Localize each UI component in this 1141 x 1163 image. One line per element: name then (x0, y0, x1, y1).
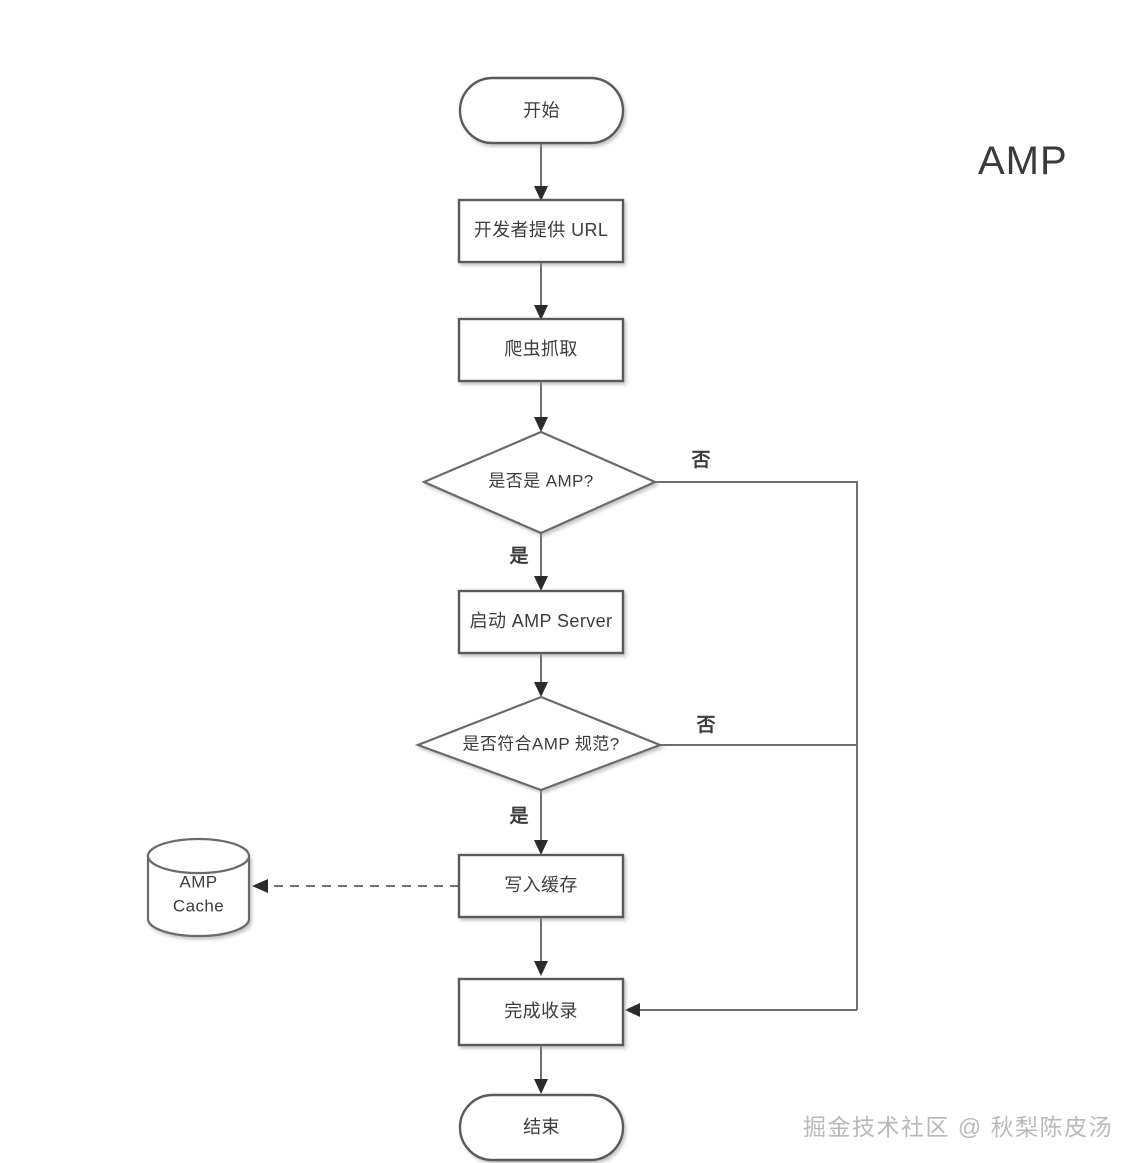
node-start-label: 开始 (523, 100, 560, 120)
edge-label-is-valid-yes: 是 (509, 805, 528, 827)
edge-right-rail-to-finish-index (625, 1003, 857, 1017)
edge-crawl-to-is-amp (534, 381, 548, 432)
watermark: 掘金技术社区 @ 秋梨陈皮汤 (803, 1114, 1114, 1140)
node-end-label: 结束 (523, 1117, 560, 1137)
node-provide-url[interactable]: 开发者提供 URL (457, 198, 625, 264)
node-is-amp[interactable]: 是否是 AMP? (421, 430, 658, 535)
edge-is-amp-no-to-finish (655, 481, 858, 1010)
edge-start-to-provide-url (534, 143, 548, 201)
edge-label-is-amp-no: 否 (690, 450, 710, 471)
node-end[interactable]: 结束 (458, 1093, 625, 1162)
edge-label-is-valid-no: 否 (695, 715, 715, 736)
node-finish-index[interactable]: 完成收录 (457, 977, 625, 1047)
node-is-amp-label: 是否是 AMP? (488, 471, 593, 490)
node-is-valid-label: 是否符合AMP 规范? (462, 734, 619, 753)
edge-start-server-to-is-valid (534, 653, 548, 697)
edge-write-cache-to-amp-cache (252, 879, 459, 893)
diagram-title: AMP (978, 139, 1068, 183)
node-amp-cache[interactable]: AMP Cache (146, 837, 251, 938)
node-amp-cache-label-line1: AMP (179, 872, 217, 891)
edge-write-cache-to-finish-index (534, 917, 548, 976)
edge-provide-url-to-crawl (534, 262, 548, 320)
node-start-server[interactable]: 启动 AMP Server (457, 589, 625, 655)
edge-is-amp-yes-to-start-server (534, 533, 548, 591)
node-start[interactable]: 开始 (458, 76, 625, 145)
node-crawl[interactable]: 爬虫抓取 (457, 317, 625, 383)
node-provide-url-label: 开发者提供 URL (474, 220, 609, 240)
node-write-cache[interactable]: 写入缓存 (457, 853, 625, 919)
edge-is-valid-yes-to-write-cache (534, 790, 548, 855)
node-finish-index-label: 完成收录 (504, 1001, 578, 1021)
edge-label-is-amp-yes: 是 (509, 545, 528, 567)
edge-finish-index-to-end (534, 1045, 548, 1094)
node-crawl-label: 爬虫抓取 (504, 339, 578, 359)
node-is-valid[interactable]: 是否符合AMP 规范? (414, 695, 664, 792)
node-amp-cache-label-line2: Cache (173, 896, 224, 915)
node-start-server-label: 启动 AMP Server (470, 611, 613, 631)
node-write-cache-label: 写入缓存 (504, 875, 578, 895)
